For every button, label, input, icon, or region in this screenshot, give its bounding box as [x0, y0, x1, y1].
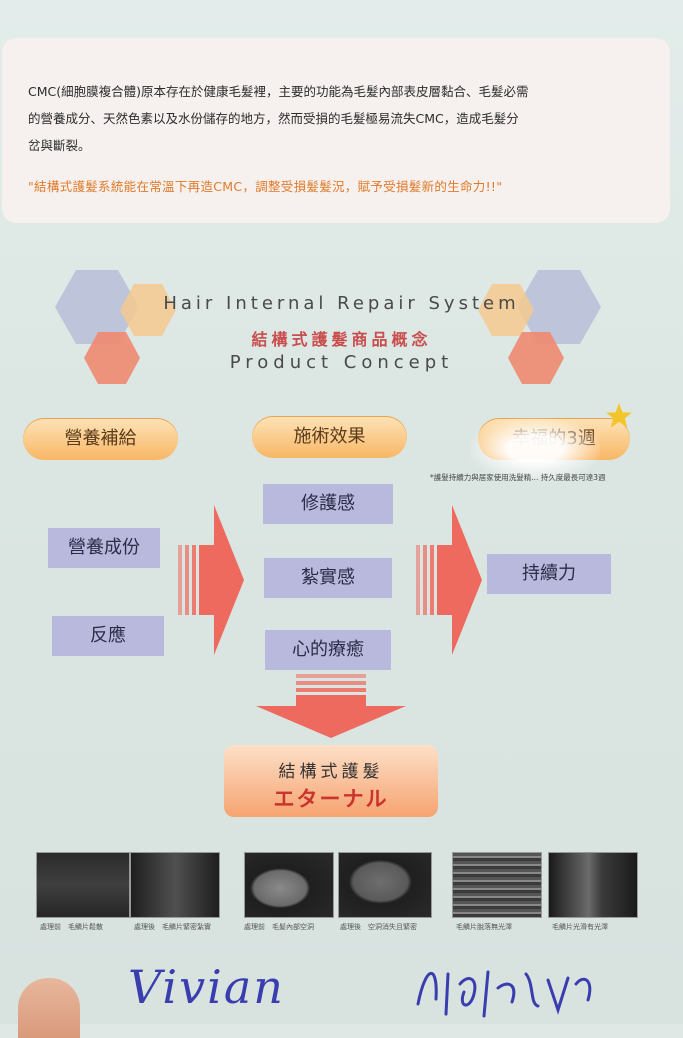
caption-1: 處理前 毛鱗片鬆散	[40, 923, 103, 931]
title-zh: 結構式護髮商品概念	[251, 330, 432, 349]
caption-6: 毛鱗片光滑有光澤	[552, 923, 608, 931]
handwritten-signature	[416, 970, 592, 1018]
hexagon-decoration-left	[55, 270, 176, 384]
thumb	[18, 978, 80, 1038]
box-reaction: 反應	[52, 616, 164, 656]
box-nutrients: 營養成份	[48, 528, 160, 568]
intro-line-3: 岔與斷裂。	[28, 138, 91, 153]
title-system-en: Hair Internal Repair System	[163, 293, 520, 314]
hair-photo-1	[36, 852, 130, 918]
caption-5: 毛鱗片脫落無光澤	[456, 923, 512, 931]
arrow-down-icon	[256, 674, 406, 738]
caption-2: 處理後 毛鱗片緊密紮實	[134, 923, 211, 931]
hexagon-decoration-right	[478, 270, 601, 384]
hair-photo-5	[452, 852, 542, 918]
star-icon	[606, 403, 632, 428]
arrow-right-icon-2	[416, 505, 482, 655]
header-nutrition: 營養補給	[23, 418, 178, 460]
intro-card: CMC(細胞膜複合體)原本存在於健康毛髮裡，主要的功能為毛髮內部表皮層黏合、毛髮…	[2, 38, 670, 223]
hair-photo-3	[244, 852, 334, 918]
box-repair-feel: 修護感	[263, 484, 393, 524]
slogan: "結構式護髮系統能在常溫下再造CMC，調整受損髮髮況，賦予受損髮新的生命力!!"	[28, 179, 503, 194]
hair-photo-6	[548, 852, 638, 918]
caption-4: 處理後 空洞消失且緊密	[340, 923, 417, 931]
intro-paragraph: CMC(細胞膜複合體)原本存在於健康毛髮裡，主要的功能為毛髮內部表皮層黏合、毛髮…	[28, 78, 638, 159]
duration-note: *護髮持續力與居家使用洗髮精... 持久度最長可達3週	[430, 473, 606, 482]
hair-photo-2	[130, 852, 220, 918]
intro-line-1: CMC(細胞膜複合體)原本存在於健康毛髮裡，主要的功能為毛髮內部表皮層黏合、毛髮…	[28, 84, 529, 99]
caption-3: 處理前 毛髮內部空洞	[244, 923, 314, 931]
hair-photo-4	[338, 852, 432, 918]
box-durability: 持續力	[487, 554, 611, 594]
title-concept-en: Product Concept	[229, 352, 454, 373]
handwritten-name: Vivian	[128, 960, 285, 1014]
photo-glare	[470, 418, 600, 480]
intro-line-2: 的營養成分、天然色素以及水份儲存的地方，然而受損的毛髮極易流失CMC，造成毛髮分	[28, 111, 519, 126]
header-treatment-effect: 施術效果	[252, 416, 407, 458]
result-line-zh: 結構式護髮	[278, 762, 384, 782]
result-line-jp: エターナル	[273, 787, 389, 811]
result-product-box: 結構式護髮 エターナル	[224, 745, 438, 817]
arrow-right-icon-1	[178, 505, 244, 655]
box-heart-healing: 心的療癒	[265, 630, 391, 670]
box-firm-feel: 紮實感	[264, 558, 392, 598]
